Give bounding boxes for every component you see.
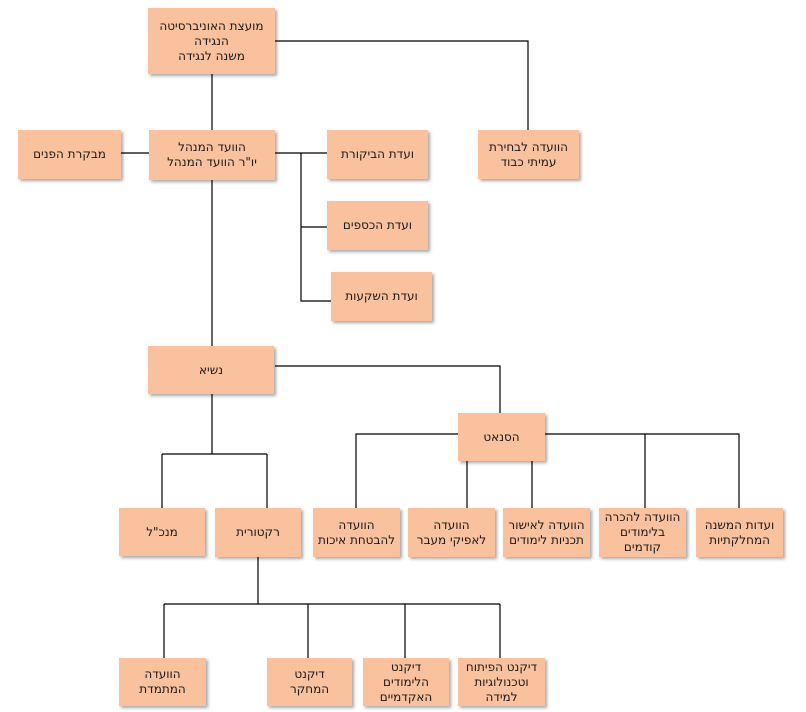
node-director-general-label: מנכ"ל (146, 524, 178, 539)
node-director-general: מנכ"ל (119, 508, 205, 556)
node-honorary-committee-label: הוועדה לבחירת עמיתי כבוד (488, 139, 569, 169)
node-prior-learning-committee: הוועדה להכרה בלימודים קודמים (599, 508, 686, 557)
node-internal-auditor: מבקרת הפנים (18, 130, 121, 179)
node-executive-board-label: הוועד המנהל יו"ר הוועד המנהל (167, 140, 257, 169)
node-senate-label: הסנאט (483, 429, 520, 444)
node-finance-committee-label: ועדת הכספים (342, 218, 413, 232)
node-research-dean: דיקנט המחקר (267, 658, 352, 706)
node-executive-board: הוועד המנהל יו"ר הוועד המנהל (149, 130, 275, 180)
node-department-committees: ועדות המשנה המחלקתיות (696, 508, 783, 557)
node-investment-committee: ועדת השקעות (331, 272, 432, 321)
node-finance-committee: ועדת הכספים (327, 201, 428, 250)
node-audit-committee-label: ועדת הביקורת (341, 147, 414, 161)
node-quality-committee-label: הוועדה להבטחת איכות (317, 517, 396, 547)
node-council-label: מועצת האוניברסיטה הנגידה משנה לנגידה (159, 18, 264, 63)
node-development-dean-label: דיקנט הפיתוח וטכנולוגיות למידה (465, 659, 538, 704)
connector-board-committees (275, 152, 331, 302)
connector-council-honorary (275, 40, 529, 130)
node-standing-committee: הוועדה המתמדת (119, 658, 206, 706)
node-academic-dean: דיקנט הלימודים האקדמיים (363, 658, 449, 706)
node-transfer-committee-label: הוועדה לאפיקי מעבר (416, 517, 487, 547)
connector-senate-committees (355, 433, 740, 508)
connector-president-branches (161, 394, 268, 508)
node-rectorate-label: רקטורית (236, 525, 280, 539)
node-programs-committee-label: הוועדה לאישור תכניות לימודים (508, 517, 585, 547)
node-president-label: נשיא (199, 362, 224, 377)
node-programs-committee: הוועדה לאישור תכניות לימודים (503, 508, 590, 557)
node-council: מועצת האוניברסיטה הנגידה משנה לנגידה (148, 8, 275, 74)
node-senate: הסנאט (458, 413, 545, 461)
connector-rectorate-deans (163, 557, 501, 658)
connector-president-senate (275, 365, 501, 413)
node-honorary-committee: הוועדה לבחירת עמיתי כבוד (478, 130, 579, 179)
node-transfer-committee: הוועדה לאפיקי מעבר (408, 508, 495, 557)
node-audit-committee: ועדת הביקורת (327, 130, 428, 179)
node-academic-dean-label: דיקנט הלימודים האקדמיים (379, 659, 433, 704)
node-development-dean: דיקנט הפיתוח וטכנולוגיות למידה (458, 658, 545, 706)
node-standing-committee-label: הוועדה המתמדת (139, 667, 186, 696)
node-rectorate: רקטורית (215, 508, 301, 557)
node-prior-learning-committee-label: הוועדה להכרה בלימודים קודמים (604, 510, 681, 554)
node-internal-auditor-label: מבקרת הפנים (33, 147, 106, 161)
node-quality-committee: הוועדה להבטחת איכות (313, 508, 400, 557)
node-investment-committee-label: ועדת השקעות (345, 289, 418, 303)
node-president: נשיא (148, 346, 274, 394)
node-research-dean-label: דיקנט המחקר (289, 667, 330, 696)
node-department-committees-label: ועדות המשנה המחלקתיות (704, 517, 775, 547)
